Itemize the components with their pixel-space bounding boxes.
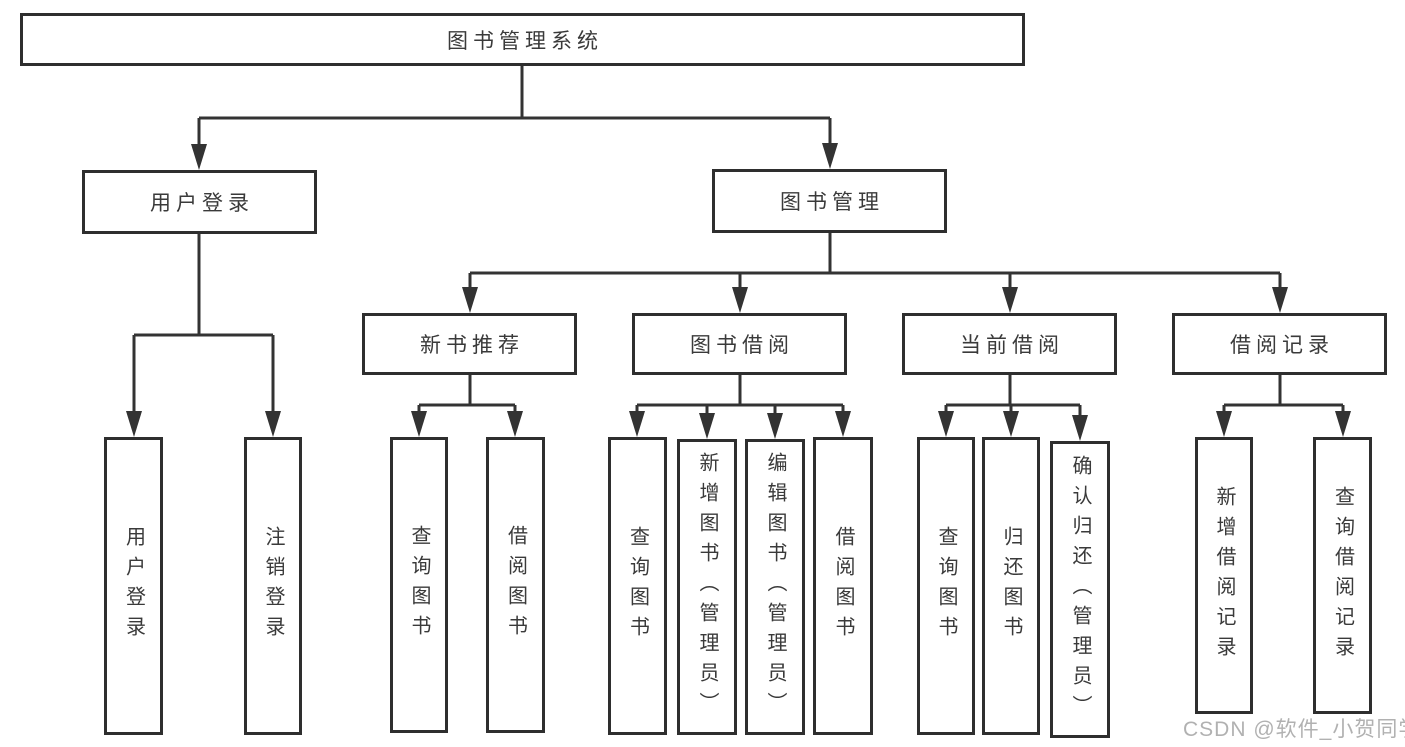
leaf-current-query-books: 查询图书 bbox=[917, 437, 975, 735]
node-root: 图书管理系统 bbox=[20, 13, 1025, 66]
node-current-borrow-label: 当前借阅 bbox=[960, 334, 1064, 357]
node-book-borrow: 图书借阅 bbox=[632, 313, 847, 375]
node-new-book-recommend-label: 新书推荐 bbox=[420, 334, 524, 357]
leaf-user-login-label: 用户登录 bbox=[122, 526, 145, 646]
leaf-records-query-record-label: 查询借阅记录 bbox=[1331, 485, 1354, 666]
leaf-records-add-record-label: 新增借阅记录 bbox=[1213, 485, 1235, 666]
leaf-borrow-borrow-books: 借阅图书 bbox=[813, 437, 873, 735]
leaf-borrow-edit-books-admin: 编辑图书（管理员） bbox=[745, 439, 805, 735]
node-new-book-recommend: 新书推荐 bbox=[362, 313, 577, 375]
leaf-borrow-query-books-label: 查询图书 bbox=[626, 526, 649, 646]
leaf-user-login: 用户登录 bbox=[104, 437, 163, 735]
leaf-current-return-books-label: 归还图书 bbox=[1000, 526, 1022, 646]
arrowheads bbox=[126, 143, 1351, 441]
csdn-watermark: CSDN @软件_小贺同学 bbox=[1183, 718, 1405, 741]
leaf-records-query-record: 查询借阅记录 bbox=[1313, 437, 1372, 714]
leaf-current-query-books-label: 查询图书 bbox=[935, 526, 957, 646]
leaf-borrow-query-books: 查询图书 bbox=[608, 437, 667, 735]
leaf-current-confirm-return-admin-label: 确认归还（管理员） bbox=[1069, 454, 1091, 725]
node-user-login-label: 用户登录 bbox=[150, 192, 254, 215]
leaf-newbook-query-books: 查询图书 bbox=[390, 437, 448, 733]
leaf-logout-label: 注销登录 bbox=[262, 526, 284, 646]
leaf-logout: 注销登录 bbox=[244, 437, 302, 735]
leaf-borrow-borrow-books-label: 借阅图书 bbox=[832, 526, 854, 646]
leaf-current-return-books: 归还图书 bbox=[982, 437, 1040, 735]
node-borrow-records-label: 借阅记录 bbox=[1230, 334, 1334, 357]
node-user-login: 用户登录 bbox=[82, 170, 317, 234]
leaf-borrow-add-books-admin-label: 新增图书（管理员） bbox=[696, 452, 718, 722]
node-borrow-records: 借阅记录 bbox=[1172, 313, 1387, 375]
node-current-borrow: 当前借阅 bbox=[902, 313, 1117, 375]
node-book-borrow-label: 图书借阅 bbox=[690, 334, 794, 357]
leaf-records-add-record: 新增借阅记录 bbox=[1195, 437, 1253, 714]
node-book-management-label: 图书管理 bbox=[780, 191, 884, 214]
leaf-newbook-query-books-label: 查询图书 bbox=[408, 525, 430, 645]
leaf-current-confirm-return-admin: 确认归还（管理员） bbox=[1050, 441, 1110, 738]
node-root-label: 图书管理系统 bbox=[447, 29, 603, 53]
leaf-borrow-add-books-admin: 新增图书（管理员） bbox=[677, 439, 737, 735]
leaf-newbook-borrow-books-label: 借阅图书 bbox=[504, 525, 527, 645]
node-book-management: 图书管理 bbox=[712, 169, 947, 233]
leaf-newbook-borrow-books: 借阅图书 bbox=[486, 437, 545, 733]
leaf-borrow-edit-books-admin-label: 编辑图书（管理员） bbox=[764, 452, 786, 722]
